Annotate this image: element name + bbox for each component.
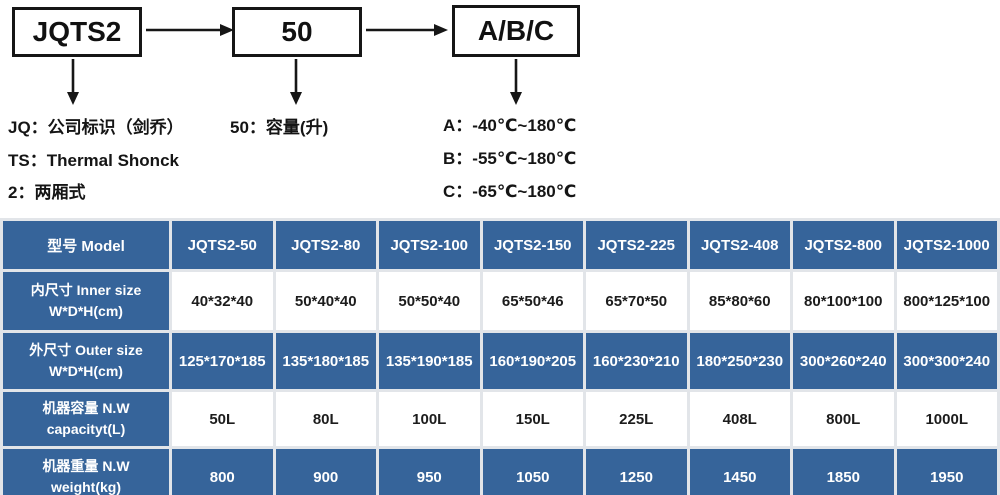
inner-size-cell: 65*70*50 xyxy=(586,272,687,330)
row-label-line2: W*D*H(cm) xyxy=(49,363,123,379)
inner-size-cell: 80*100*100 xyxy=(793,272,894,330)
weight-cell: 1950 xyxy=(896,449,997,495)
outer-size-cell: 135*180*185 xyxy=(275,333,376,389)
capacity-cell: 800L xyxy=(793,392,894,446)
weight-cell: 1450 xyxy=(689,449,790,495)
weight-cell: 900 xyxy=(275,449,376,495)
temp-grade-box: A/B/C xyxy=(452,5,580,57)
weight-cell: 800 xyxy=(172,449,273,495)
model-prefix-box: JQTS2 xyxy=(12,7,142,57)
weight-row: 机器重量 N.W weight(kg) 800 900 950 1050 125… xyxy=(3,449,997,495)
row-label-line1: 内尺寸 Inner size xyxy=(30,282,142,298)
inner-size-cell: 50*50*40 xyxy=(379,272,480,330)
outer-size-cell: 135*190*185 xyxy=(379,333,480,389)
outer-size-cell: 300*260*240 xyxy=(793,333,894,389)
arrow-down-head-icon xyxy=(290,92,302,105)
outer-size-row: 外尺寸 Outer size W*D*H(cm) 125*170*185 135… xyxy=(3,333,997,389)
outer-size-cell: 180*250*230 xyxy=(689,333,790,389)
table-header-row: 型号 Model JQTS2-50 JQTS2-80 JQTS2-100 JQT… xyxy=(3,221,997,269)
inner-size-cell: 65*50*46 xyxy=(482,272,583,330)
weight-cell: 1050 xyxy=(482,449,583,495)
row-label-capacity: 机器容量 N.W capacityt(L) xyxy=(3,392,169,446)
inner-size-row: 内尺寸 Inner size W*D*H(cm) 40*32*40 50*40*… xyxy=(3,272,997,330)
spec-table: 型号 Model JQTS2-50 JQTS2-80 JQTS2-100 JQT… xyxy=(0,218,1000,495)
model-header-cell: JQTS2-150 xyxy=(482,221,583,269)
note-temp-grade-c: C：-65℃~180℃ xyxy=(443,182,577,201)
arrow-down-head-icon xyxy=(67,92,79,105)
arrow-right-head-icon xyxy=(434,24,448,36)
weight-cell: 1250 xyxy=(586,449,687,495)
row-label-line1: 机器重量 N.W xyxy=(42,458,130,474)
note-company-id: JQ：公司标识（剑乔） xyxy=(8,118,184,137)
outer-size-cell: 160*230*210 xyxy=(586,333,687,389)
model-header-cell: JQTS2-80 xyxy=(275,221,376,269)
row-label-line2: capacityt(L) xyxy=(46,421,126,437)
inner-size-cell: 50*40*40 xyxy=(275,272,376,330)
outer-size-cell: 300*300*240 xyxy=(896,333,997,389)
capacity-cell: 50L xyxy=(172,392,273,446)
model-header-cell: JQTS2-408 xyxy=(689,221,790,269)
capacity-cell: 100L xyxy=(379,392,480,446)
model-header-cell: JQTS2-100 xyxy=(379,221,480,269)
arrow-down-head-icon xyxy=(510,92,522,105)
note-capacity: 50：容量(升) xyxy=(230,118,329,137)
capacity-box: 50 xyxy=(232,7,362,57)
capacity-cell: 80L xyxy=(275,392,376,446)
capacity-cell: 225L xyxy=(586,392,687,446)
header-model-label: 型号 Model xyxy=(3,221,169,269)
model-header-cell: JQTS2-1000 xyxy=(896,221,997,269)
outer-size-cell: 125*170*185 xyxy=(172,333,273,389)
note-two-zone: 2：两厢式 xyxy=(8,183,86,202)
outer-size-cell: 160*190*205 xyxy=(482,333,583,389)
capacity-row: 机器容量 N.W capacityt(L) 50L 80L 100L 150L … xyxy=(3,392,997,446)
capacity-cell: 150L xyxy=(482,392,583,446)
row-label-inner-size: 内尺寸 Inner size W*D*H(cm) xyxy=(3,272,169,330)
note-thermal-shock: TS：Thermal Shonck xyxy=(8,151,179,170)
inner-size-cell: 40*32*40 xyxy=(172,272,273,330)
capacity-cell: 1000L xyxy=(896,392,997,446)
note-temp-grade-a: A：-40℃~180℃ xyxy=(443,116,577,135)
model-header-cell: JQTS2-225 xyxy=(586,221,687,269)
row-label-line1: 外尺寸 Outer size xyxy=(29,342,143,358)
model-header-cell: JQTS2-50 xyxy=(172,221,273,269)
row-label-weight: 机器重量 N.W weight(kg) xyxy=(3,449,169,495)
weight-cell: 950 xyxy=(379,449,480,495)
weight-cell: 1850 xyxy=(793,449,894,495)
model-header-cell: JQTS2-800 xyxy=(793,221,894,269)
row-label-line2: W*D*H(cm) xyxy=(49,303,123,319)
capacity-cell: 408L xyxy=(689,392,790,446)
row-label-line2: weight(kg) xyxy=(51,479,121,495)
row-label-line1: 机器容量 N.W xyxy=(42,400,130,416)
inner-size-cell: 85*80*60 xyxy=(689,272,790,330)
inner-size-cell: 800*125*100 xyxy=(896,272,997,330)
note-temp-grade-b: B：-55℃~180℃ xyxy=(443,149,577,168)
row-label-outer-size: 外尺寸 Outer size W*D*H(cm) xyxy=(3,333,169,389)
